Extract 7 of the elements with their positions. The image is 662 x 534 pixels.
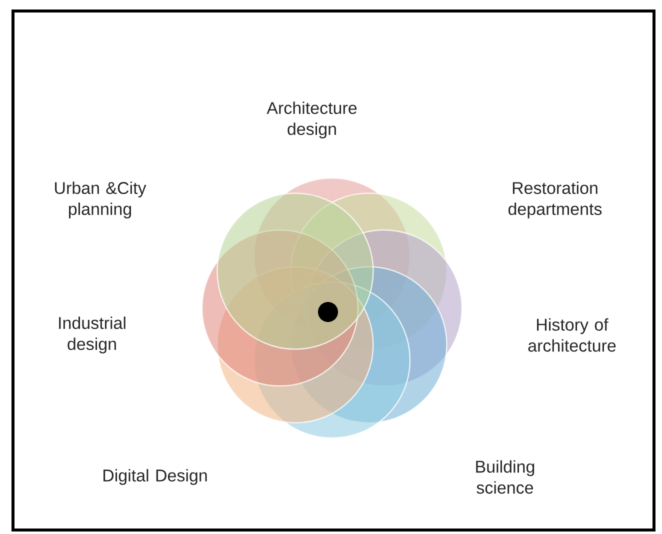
label: History of architecture xyxy=(528,318,616,352)
label: Building science xyxy=(476,460,534,494)
label: Architecture design xyxy=(266,102,357,138)
label: Restoration departments xyxy=(508,182,602,218)
label: Digital Design xyxy=(103,469,207,485)
label: Industrial design xyxy=(59,316,126,354)
label: Urban &City planning xyxy=(55,182,146,218)
